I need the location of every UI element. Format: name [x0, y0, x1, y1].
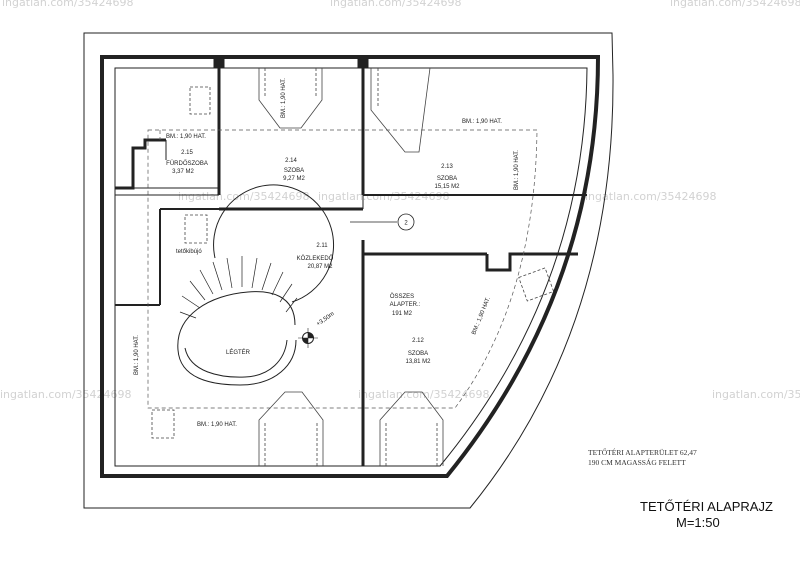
dormer-top-right: [370, 67, 431, 153]
plan-title: TETŐTÉRI ALAPRAJZ: [640, 499, 773, 514]
stair-outer: [213, 184, 335, 303]
dormer-bottom-right: [379, 391, 444, 466]
watermark-layer: ingatlan.com/35424698 ingatlan.com/35424…: [0, 0, 800, 401]
total-area: 191 M2: [392, 311, 413, 317]
szoba14-area: 9,27 M2: [283, 176, 305, 182]
site-outline: [83, 32, 614, 509]
szoba13-height-note-side: BM.: 1,90 HAT.: [514, 150, 520, 190]
height-limit-line: [147, 129, 538, 409]
note-line2: 190 CM MAGASSÁG FELETT: [588, 457, 686, 467]
level-label: +3,50m: [316, 311, 336, 327]
furdo-height-note: BM.: 1,90 HAT.: [166, 134, 206, 140]
total-label-line2: ALAPTER.:: [390, 302, 421, 308]
stair-inner: [177, 291, 297, 386]
section-marker-label: 2: [404, 221, 408, 227]
room-labels: BM.: 1,90 HAT. 2.15 FÜRDŐSZOBA 3,37 M2 B…: [134, 78, 520, 428]
kozlekedo-area: 20,87 M2: [307, 264, 333, 270]
szoba14-name: SZOBA: [284, 168, 304, 174]
skylights: [151, 86, 555, 439]
room-szoba-212: ÖSSZES ALAPTER.: 191 M2 BM.: 1,90 HAT. 2…: [390, 293, 492, 365]
szoba12-area: 13,81 M2: [405, 359, 431, 365]
room-furdoszoba: BM.: 1,90 HAT. 2.15 FÜRDŐSZOBA 3,37 M2: [166, 134, 208, 175]
legter-label: LÉGTÉR: [226, 349, 251, 356]
area-note: TETŐTÉRI ALAPTERÜLET 62,47 190 CM MAGASS…: [588, 447, 697, 467]
room-szoba-214: BM.: 1,90 HAT. 2.14 SZOBA 9,27 M2: [281, 78, 305, 182]
spiral-staircase: [177, 184, 335, 386]
bm-left-vertical: BM.: 1,90 HAT.: [134, 335, 140, 375]
watermark-mid-left: ingatlan.com/35424698: [178, 190, 310, 203]
szoba14-number: 2.14: [285, 158, 297, 164]
plan-scale: M=1:50: [676, 515, 720, 530]
furdo-area: 3,37 M2: [172, 169, 194, 175]
watermark-top-right: ingatlan.com/35424698: [670, 0, 800, 9]
watermark-low-left: ingatlan.com/35424698: [0, 388, 132, 401]
room-kozlekedo: 2.11 KÖZLEKEDŐ 20,87 M2: [297, 243, 334, 270]
watermark-mid-center: ingatlan.com/35424698: [318, 190, 450, 203]
inner-wall-line: [114, 67, 588, 467]
level-marker: +3,50m: [298, 311, 336, 348]
szoba13-area: 15,15 M2: [434, 184, 460, 190]
tetokibujo-label: tetőkibújó: [176, 249, 202, 255]
building-walls: [100, 55, 601, 478]
note-line1: TETŐTÉRI ALAPTERÜLET 62,47: [588, 447, 697, 457]
room-szoba-213: BM.: 1,90 HAT. BM.: 1,90 HAT. 2.13 SZOBA…: [434, 119, 520, 190]
watermark-low-right: ingatlan.com/3542469: [712, 388, 800, 401]
szoba13-height-note-top: BM.: 1,90 HAT.: [462, 119, 502, 125]
szoba13-number: 2.13: [441, 164, 453, 170]
watermark-top-left: ingatlan.com/35424698: [2, 0, 134, 9]
szoba12-number: 2.12: [412, 338, 424, 344]
szoba12-height-note: BM.: 1,90 HAT.: [471, 296, 492, 336]
szoba14-height-note: BM.: 1,90 HAT.: [281, 78, 287, 118]
outer-wall: [100, 55, 601, 478]
watermark-mid-right: ingatlan.com/35424698: [585, 190, 717, 203]
furdo-number: 2.15: [181, 150, 193, 156]
szoba13-name: SZOBA: [437, 176, 457, 182]
watermark-top-center: ingatlan.com/35424698: [330, 0, 462, 9]
section-marker: 2: [350, 213, 415, 231]
kozlekedo-name: KÖZLEKEDŐ: [297, 255, 334, 262]
dormer-top-left: [258, 68, 323, 129]
szoba12-name: SZOBA: [408, 351, 428, 357]
total-label-line1: ÖSSZES: [390, 293, 414, 300]
bm-bottom-left: BM.: 1,90 HAT.: [197, 422, 237, 428]
title-block: TETŐTÉRI ALAPRAJZ M=1:50: [640, 499, 773, 530]
furdo-name: FÜRDŐSZOBA: [166, 160, 208, 167]
dormers: [258, 67, 444, 466]
dormer-bottom-left: [258, 391, 324, 466]
kozlekedo-number: 2.11: [316, 243, 328, 249]
